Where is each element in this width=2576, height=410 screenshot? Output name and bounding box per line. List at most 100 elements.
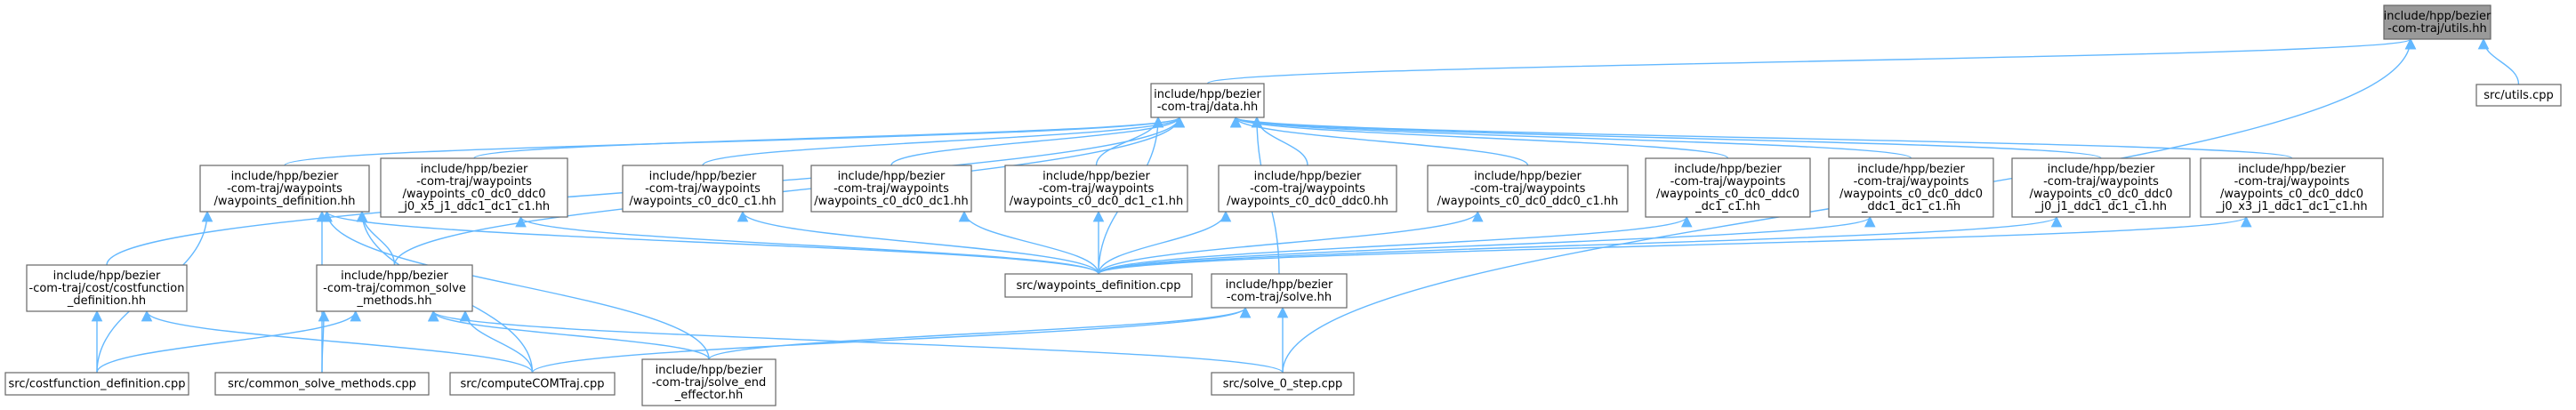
node-label-line: include/hpp/bezier bbox=[341, 269, 448, 283]
node-label-line: /waypoints_c0_dc0_ddc0 bbox=[402, 188, 545, 201]
node-wp-ddc0-dc1-c1[interactable]: include/hpp/bezier-com-traj/waypoints/wa… bbox=[1645, 157, 1811, 218]
edge-wp_def_cpp-to-wp_ddc0_c1 bbox=[1098, 210, 1484, 275]
node-utils-cpp[interactable]: src/utils.cpp bbox=[2475, 84, 2562, 107]
node-box bbox=[1211, 372, 1355, 396]
node-label-line: include/hpp/bezier bbox=[53, 269, 161, 283]
nodes-layer: include/hpp/bezier-com-traj/utils.hhincl… bbox=[4, 4, 2562, 406]
node-label-line: include/hpp/bezier bbox=[1154, 88, 1261, 101]
node-box bbox=[810, 165, 972, 213]
node-box bbox=[1828, 157, 1994, 218]
node-label-line: include/hpp/bezier bbox=[1857, 163, 1965, 176]
node-label-line: src/utils.cpp bbox=[2483, 89, 2553, 102]
node-wp-dc1-c1[interactable]: include/hpp/bezier-com-traj/waypoints/wa… bbox=[1004, 165, 1188, 213]
node-label-line: include/hpp/bezier bbox=[1674, 163, 1782, 176]
node-box bbox=[622, 165, 784, 213]
node-label-line: src/computeCOMTraj.cpp bbox=[461, 378, 605, 391]
node-label-line: /waypoints_c0_dc0_dc1.hh bbox=[814, 195, 968, 208]
node-label-line: src/costfunction_definition.cpp bbox=[9, 378, 186, 391]
node-box bbox=[26, 264, 188, 312]
node-label-line: _j0_x5_j1_ddc1_dc1_c1.hh bbox=[398, 200, 550, 213]
node-wp-def-hh[interactable]: include/hpp/bezier-com-traj/waypoints/wa… bbox=[199, 165, 370, 213]
node-label-line: -com-traj/waypoints bbox=[645, 182, 761, 196]
node-solve-0-cpp[interactable]: src/solve_0_step.cpp bbox=[1211, 372, 1355, 396]
node-label-line: _j0_j1_ddc1_dc1_c1.hh bbox=[2034, 200, 2167, 213]
node-label-line: /waypoints_c0_dc0_ddc0_c1.hh bbox=[1437, 195, 1619, 208]
node-label-line: /waypoints_c0_dc0_ddc0 bbox=[1656, 188, 1799, 201]
node-wp-ddc0[interactable]: include/hpp/bezier-com-traj/waypoints/wa… bbox=[1218, 165, 1397, 213]
node-label-line: _dc1_c1.hh bbox=[1695, 200, 1760, 213]
node-common-solve-cpp[interactable]: src/common_solve_methods.cpp bbox=[214, 372, 430, 396]
node-label-line: -com-traj/waypoints bbox=[833, 182, 949, 196]
edge-compute_cpp-to-solve_hh bbox=[531, 306, 1252, 374]
node-box bbox=[641, 358, 777, 406]
node-label-line: /waypoints_definition.hh bbox=[214, 195, 356, 208]
edge-utils_cpp-to-utils_hh bbox=[2477, 37, 2520, 85]
node-label-line: include/hpp/bezier bbox=[2238, 163, 2346, 176]
node-box bbox=[214, 372, 430, 396]
edge-compute_cpp-to-cost_def_hh bbox=[141, 310, 534, 374]
edge-wp_j0_x3-to-data_hh bbox=[1230, 116, 2293, 159]
edge-common_solve_hh-to-wp_def_hh bbox=[356, 210, 396, 266]
node-label-line: include/hpp/bezier bbox=[656, 364, 763, 377]
node-label-line: /waypoints_c0_dc0_dc1_c1.hh bbox=[1010, 195, 1183, 208]
node-label-line: -com-traj/solve.hh bbox=[1227, 291, 1332, 304]
node-cost-def-cpp[interactable]: src/costfunction_definition.cpp bbox=[4, 372, 189, 396]
node-wp-dc1[interactable]: include/hpp/bezier-com-traj/waypoints/wa… bbox=[810, 165, 972, 213]
edge-wp_def_cpp-to-wp_ddc0_dc1_c1 bbox=[1098, 215, 1693, 275]
node-compute-cpp[interactable]: src/computeCOMTraj.cpp bbox=[449, 372, 616, 396]
node-common-solve-hh[interactable]: include/hpp/bezier-com-traj/common_solve… bbox=[316, 264, 473, 312]
node-box bbox=[380, 157, 568, 218]
edge-data_hh-to-utils_hh bbox=[1206, 37, 2416, 84]
node-cost-def-hh[interactable]: include/hpp/bezier-com-traj/cost/costfun… bbox=[26, 264, 188, 312]
node-box bbox=[2383, 4, 2491, 40]
edge-wp_def_cpp-to-wp_j0_x3 bbox=[1098, 215, 2252, 275]
node-wp-ddc0-c1[interactable]: include/hpp/bezier-com-traj/waypoints/wa… bbox=[1427, 165, 1629, 213]
node-data-hh[interactable]: include/hpp/bezier-com-traj/data.hh bbox=[1150, 83, 1265, 118]
edge-cost_def_cpp-to-common_solve_hh bbox=[96, 310, 361, 374]
edge-solve_end_hh-to-common_solve_hh bbox=[428, 310, 710, 360]
node-box bbox=[316, 264, 473, 312]
node-label-line: /waypoints_c0_dc0_ddc0.hh bbox=[1227, 195, 1389, 208]
edge-wp_def_cpp-to-wp_j0_j1 bbox=[1098, 215, 2062, 275]
node-label-line: src/waypoints_definition.cpp bbox=[1016, 279, 1180, 293]
node-label-line: include/hpp/bezier bbox=[1474, 170, 1582, 183]
edge-common_solve_hh-to-data_hh bbox=[393, 116, 1185, 266]
node-wp-j0-x5[interactable]: include/hpp/bezier-com-traj/waypoints/wa… bbox=[380, 157, 568, 218]
edge-wp_dc1-to-data_hh bbox=[890, 116, 1185, 166]
node-label-line: include/hpp/bezier bbox=[231, 170, 339, 183]
edge-wp_def_cpp-to-wp_ddc0_ddc1_dc1_c1 bbox=[1098, 215, 1876, 275]
node-label-line: -com-traj/cost/costfunction bbox=[29, 282, 185, 295]
node-label-line: _ddc1_dc1_c1.hh bbox=[1861, 200, 1960, 213]
node-label-line: /waypoints_c0_dc0_ddc0 bbox=[2220, 188, 2363, 201]
edge-wp_ddc0_ddc1_dc1_c1-to-data_hh bbox=[1230, 116, 1912, 159]
node-label-line: -com-traj/waypoints bbox=[1039, 182, 1155, 196]
node-label-line: /waypoints_c0_dc0_ddc0 bbox=[1839, 188, 1983, 201]
node-solve-end-hh[interactable]: include/hpp/bezier-com-traj/solve_end_ef… bbox=[641, 358, 777, 406]
node-label-line: _methods.hh bbox=[356, 294, 431, 308]
node-wp-def-cpp[interactable]: src/waypoints_definition.cpp bbox=[1004, 273, 1193, 298]
edge-wp_dc1_c1-to-data_hh bbox=[1095, 116, 1164, 166]
node-label-line: /waypoints_c0_dc0_ddc0 bbox=[2029, 188, 2172, 201]
node-box bbox=[1004, 165, 1188, 213]
node-label-line: _definition.hh bbox=[67, 294, 146, 308]
node-wp-c1[interactable]: include/hpp/bezier-com-traj/waypoints/wa… bbox=[622, 165, 784, 213]
node-label-line: include/hpp/bezier bbox=[421, 163, 528, 176]
edge-wp_c1-to-data_hh bbox=[702, 116, 1185, 166]
edge-wp_j0_x5-to-data_hh bbox=[473, 116, 1185, 159]
node-label-line: include/hpp/bezier bbox=[649, 170, 757, 183]
node-label-line: -com-traj/waypoints bbox=[1854, 175, 1969, 189]
node-box bbox=[449, 372, 616, 396]
node-label-line: /waypoints_c0_dc0_c1.hh bbox=[629, 195, 776, 208]
node-label-line: include/hpp/bezier bbox=[2384, 10, 2491, 23]
node-label-line: include/hpp/bezier bbox=[838, 170, 946, 183]
node-label-line: include/hpp/bezier bbox=[1226, 278, 1333, 292]
node-wp-ddc0-ddc1-dc1-c1[interactable]: include/hpp/bezier-com-traj/waypoints/wa… bbox=[1828, 157, 1994, 218]
node-wp-j0-x3[interactable]: include/hpp/bezier-com-traj/waypoints/wa… bbox=[2200, 157, 2384, 218]
node-solve-hh[interactable]: include/hpp/bezier-com-traj/solve.hh bbox=[1211, 273, 1348, 309]
node-label-line: -com-traj/waypoints bbox=[1250, 182, 1365, 196]
edge-solve_end_hh-to-solve_hh bbox=[708, 306, 1252, 360]
node-box bbox=[4, 372, 189, 396]
node-wp-j0-j1[interactable]: include/hpp/bezier-com-traj/waypoints/wa… bbox=[2011, 157, 2191, 218]
node-utils-hh[interactable]: include/hpp/bezier-com-traj/utils.hh bbox=[2383, 4, 2491, 40]
